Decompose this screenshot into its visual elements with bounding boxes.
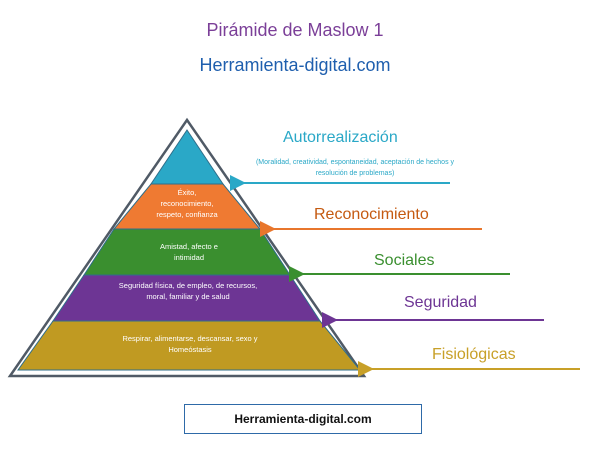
tier-text-sociales: Amistad, afecto e intimidad bbox=[160, 242, 218, 262]
source-label: Herramienta-digital.com bbox=[234, 412, 372, 426]
pyramid-outline bbox=[7, 117, 367, 378]
tier-text-reconocimiento: Éxito, reconocimiento, respeto, confianz… bbox=[156, 188, 218, 219]
autorrealizacion-description: (Moralidad, creatividad, espontaneidad, … bbox=[255, 159, 455, 177]
label-seguridad: Seguridad bbox=[404, 294, 477, 311]
page-subtitle: Herramienta-digital.com bbox=[199, 55, 391, 75]
label-sociales: Sociales bbox=[374, 252, 435, 269]
source-box: Herramienta-digital.com bbox=[184, 404, 422, 434]
label-fisiologicas: Fisiológicas bbox=[432, 346, 516, 363]
label-reconocimiento: Reconocimiento bbox=[314, 206, 429, 223]
label-autorrealizacion: Autorrealización bbox=[283, 129, 398, 146]
tier-text-seguridad: Seguridad física, de empleo, de recursos… bbox=[118, 281, 258, 301]
page-title: Pirámide de Maslow 1 bbox=[206, 20, 384, 40]
tier-text-fisiologicas: Respirar, alimentarse, descansar, sexo y… bbox=[122, 334, 258, 354]
